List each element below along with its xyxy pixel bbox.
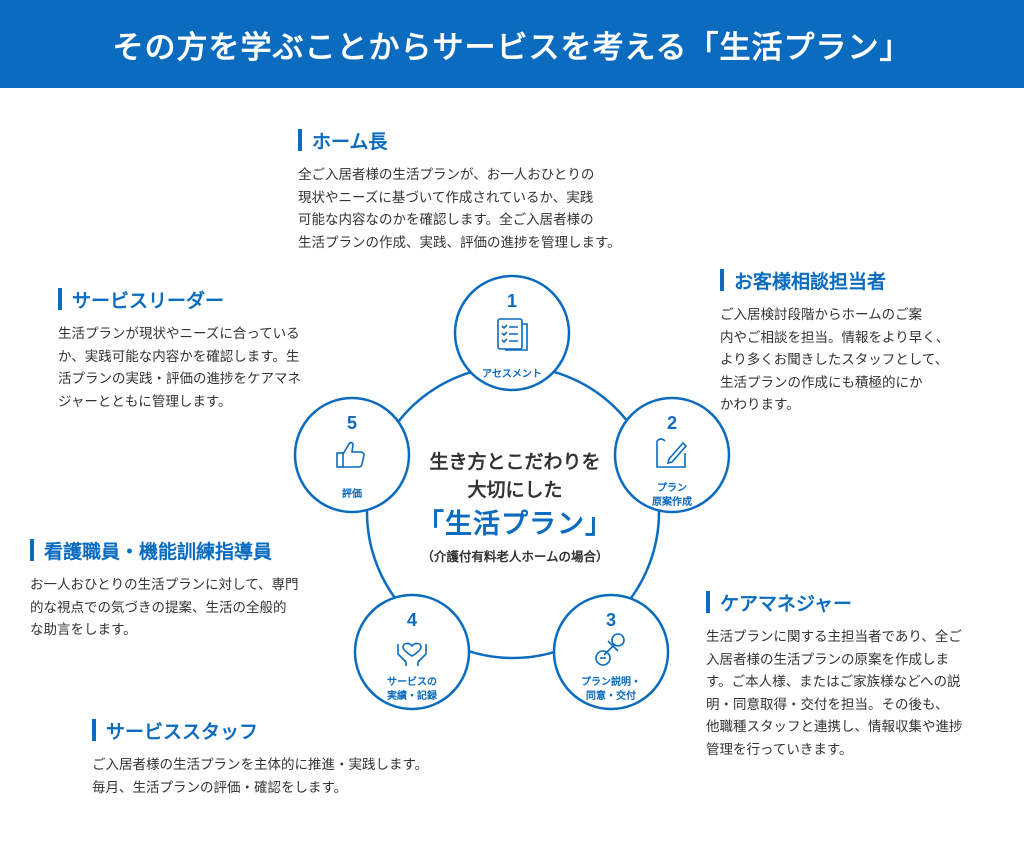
title-bar [706,591,710,613]
title-bar [92,719,96,741]
desc-line: かわります。 [720,397,800,413]
role-description: 生活プランに関する主担当者であり、全ご 入居者様の生活プランの原案を作成しま す… [706,626,1006,761]
role-nurse-trainer: 看護職員・機能訓練指導員 お一人おひとりの生活プランに対して、専門 的な視点での… [30,536,350,642]
pen-document-icon [656,438,688,468]
center-line-2: 大切にした [467,479,563,501]
desc-line: 的な視点での気づきの提案、生活の全般的 [30,599,287,616]
role-description: 生活プランが現状やニーズに合っている か、実践可能な内容かを確認します。生 活プ… [58,323,348,413]
page-title: その方を学ぶことからサービスを考える「生活プラン」 [112,29,912,66]
desc-line: 内やご相談を担当。情報をより早く、 [720,329,950,346]
role-description: ご入居検討段階からホームのご案 内やご相談を担当。情報をより早く、 より多くお聞… [720,304,980,417]
role-title: ケアマネジャー [720,592,853,615]
desc-line: お一人おひとりの生活プランに対して、専門 [30,577,299,593]
role-customer-consultant: お客様相談担当者 ご入居検討段階からホームのご案 内やご相談を担当。情報をより早… [720,266,980,417]
title-bar [58,288,62,310]
desc-line: す。ご本人様、またはご家族様などへの説 [706,674,961,690]
desc-line: 全ご入居者様の生活プランが、お一人おひとりの [298,167,595,183]
step-4-node: 4 サービスの 実績・記録 [353,593,471,711]
desc-line: な助言をします。 [30,622,137,638]
role-title: サービススタッフ [106,720,259,743]
clipboard-checklist-icon [497,318,528,351]
title-bar [720,269,724,291]
step-label: アセスメント [482,368,542,380]
role-title: サービスリーダー [72,289,225,312]
desc-line: より多くお聞きしたスタッフとして、 [720,352,949,368]
step-number: 5 [347,413,357,433]
step-circle [552,593,670,711]
thumbs-up-icon [336,441,365,468]
role-title: ホーム長 [312,130,388,153]
role-title: 看護職員・機能訓練指導員 [44,540,273,563]
step-label: 同意・交付 [586,689,636,702]
desc-line: 管理を行っていきます。 [706,741,853,758]
step-circle [353,593,471,711]
desc-line: ジャーとともに管理します。 [58,393,232,410]
center-main-title: 「生活プラン」 [417,509,613,540]
desc-line: ご入居検討段階からホームのご案 [720,307,923,323]
step-3-node: 3 プラン説明・ 同意・交付 [552,593,670,711]
desc-line: 可能な内容なのかを確認します。全ご入居者様の [298,212,594,228]
desc-line: 生活プランに関する主担当者であり、全ご [706,629,962,645]
desc-line: ご入居者様の生活プランを主体的に推進・実践します。 [92,757,429,773]
stamp-icon [595,633,625,666]
role-title: お客様相談担当者 [734,270,887,293]
role-description: お一人おひとりの生活プランに対して、専門 的な視点での気づきの提案、生活の全般的… [30,574,350,642]
role-care-manager: ケアマネジャー 生活プランに関する主担当者であり、全ご 入居者様の生活プランの原… [706,588,1006,761]
desc-line: 現状やニーズに基づいて作成されているか、実践 [298,189,594,206]
step-number: 2 [667,413,677,433]
step-circle [453,274,571,392]
hands-heart-icon [397,642,427,666]
step-label: プラン説明・ [581,675,641,688]
desc-line: 毎月、生活プランの評価・確認をします。 [92,779,348,796]
desc-line: 生活プランの作成、実践、評価の進捗を管理します。 [298,234,621,251]
role-service-leader: サービスリーダー 生活プランが現状やニーズに合っている か、実践可能な内容かを確… [58,285,348,413]
header-banner: その方を学ぶことからサービスを考える「生活プラン」 [0,0,1024,88]
step-2-node: 2 プラン 原案作成 [613,396,731,514]
desc-line: 生活プランが現状やニーズに合っている [58,326,300,342]
role-description: ご入居者様の生活プランを主体的に推進・実践します。 毎月、生活プランの評価・確認… [92,754,492,799]
center-line-1: 生き方とこだわりを [429,451,601,473]
step-label: プラン [657,481,687,494]
desc-line: 生活プランの作成にも積極的にか [720,374,923,391]
step-1-node: 1 アセスメント [453,274,571,392]
desc-line: 他職種スタッフと連携し、情報収集や進捗 [706,719,963,735]
step-label: サービスの [387,675,437,688]
desc-line: か、実践可能な内容かを確認します。生 [58,348,300,365]
step-number: 3 [606,610,616,630]
role-description: 全ご入居者様の生活プランが、お一人おひとりの 現状やニーズに基づいて作成されてい… [298,164,658,254]
title-bar [298,129,302,151]
title-bar [30,539,34,561]
step-label: 評価 [342,487,362,500]
step-5-node: 5 評価 [293,396,411,514]
desc-line: 入居者様の生活プランの原案を作成しま [706,651,949,668]
cycle-center-text: 生き方とこだわりを 大切にした 「生活プラン」 （介護付有料老人ホームの場合） [390,448,640,565]
step-label: 原案作成 [652,495,692,508]
step-label: 実績・記録 [387,689,438,702]
desc-line: 活プランの実践・評価の進捗をケアマネ [58,371,301,387]
desc-line: 明・同意取得・交付を担当。その後も、 [706,696,949,713]
role-service-staff: サービススタッフ ご入居者様の生活プランを主体的に推進・実践します。 毎月、生活… [92,716,492,799]
step-circle [293,396,411,514]
step-number: 4 [407,610,417,630]
step-number: 1 [507,291,517,311]
center-subtitle: （介護付有料老人ホームの場合） [421,549,609,564]
role-home-manager: ホーム長 全ご入居者様の生活プランが、お一人おひとりの 現状やニーズに基づいて作… [298,126,658,254]
